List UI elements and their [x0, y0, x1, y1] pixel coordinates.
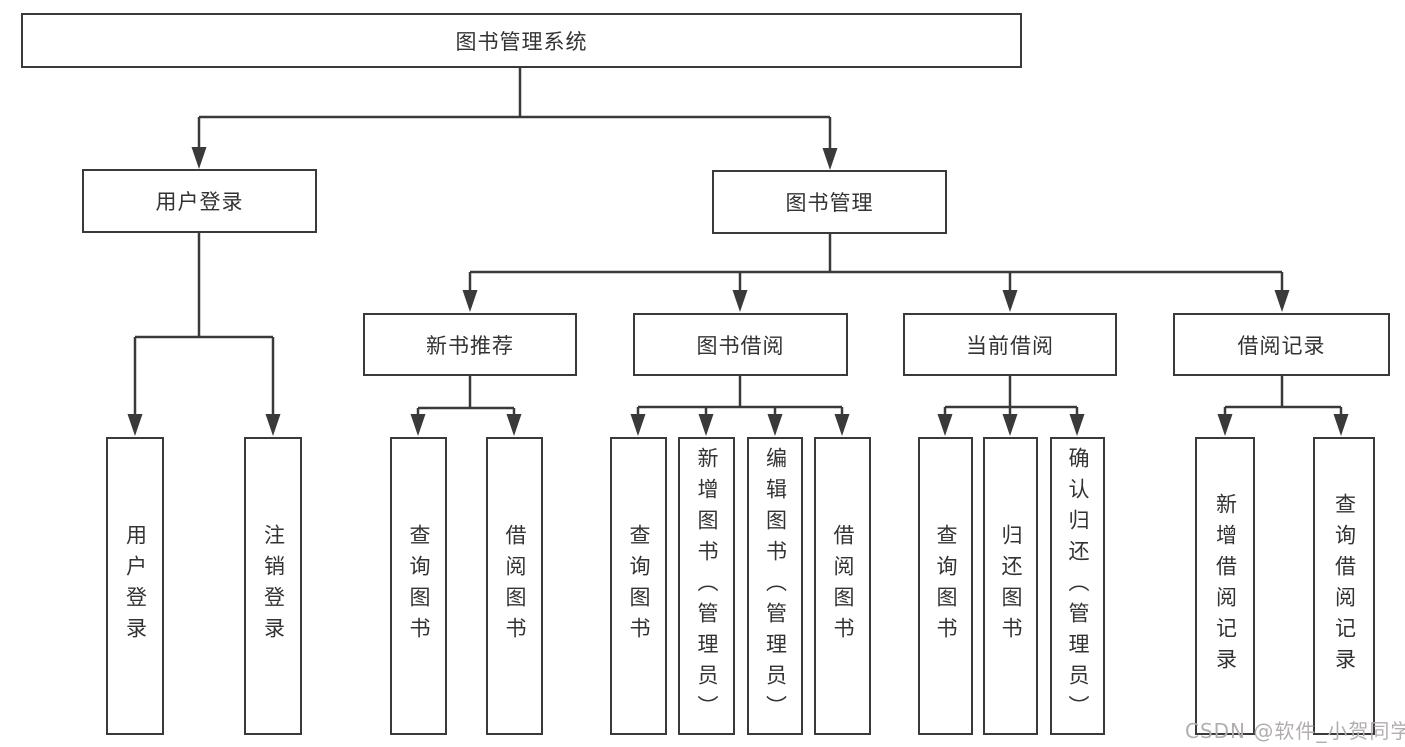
- node-bb-borrow-label: 借阅图书: [831, 524, 855, 648]
- node-bb-query-label: 查询图书: [627, 524, 651, 648]
- connector-current-borrow: [943, 376, 1079, 418]
- node-book-borrow: 图书借阅: [633, 313, 848, 376]
- node-nbr-query: 查询图书: [390, 437, 447, 735]
- arrow-cb-confirm: [1069, 414, 1085, 436]
- node-logout-label: 注销登录: [261, 524, 286, 648]
- arrow-borrow-records: [1274, 290, 1290, 312]
- arrow-user-login: [127, 414, 143, 436]
- node-new-book-rec: 新书推荐: [363, 313, 577, 376]
- node-current-borrow-label: 当前借阅: [966, 333, 1054, 358]
- node-cb-confirm-label: 确认归还（管理员）: [1066, 446, 1090, 726]
- node-user-login-group-label: 用户登录: [155, 190, 244, 214]
- arrow-new-book-rec: [462, 290, 478, 312]
- node-bb-edit-label: 编辑图书（管理员）: [763, 446, 788, 726]
- node-borrow-records: 借阅记录: [1173, 313, 1390, 376]
- node-br-query-label: 查询借阅记录: [1332, 493, 1357, 679]
- node-user-login-label: 用户登录: [123, 524, 148, 648]
- connector-book-mgmt: [468, 234, 1284, 295]
- csdn-watermark: CSDN @软件_小贺同学: [1185, 719, 1405, 743]
- node-bb-add: 新增图书（管理员）: [678, 437, 735, 735]
- node-bb-query: 查询图书: [610, 437, 667, 735]
- node-nbr-borrow-label: 借阅图书: [503, 524, 527, 648]
- arrow-br-query: [1333, 414, 1349, 436]
- connector-new-book-rec: [416, 376, 516, 418]
- node-cb-confirm: 确认归还（管理员）: [1050, 437, 1105, 735]
- node-br-query: 查询借阅记录: [1313, 437, 1375, 735]
- node-borrow-records-label: 借阅记录: [1237, 333, 1326, 358]
- arrow-nbr-borrow: [506, 414, 522, 436]
- node-user-login-group: 用户登录: [82, 169, 317, 233]
- node-cb-return-label: 归还图书: [999, 524, 1023, 648]
- node-bb-borrow: 借阅图书: [814, 437, 871, 735]
- arrow-cb-return: [1002, 414, 1018, 436]
- arrow-cb-query: [937, 414, 953, 436]
- node-user-login: 用户登录: [106, 437, 164, 735]
- arrow-nbr-query: [410, 414, 426, 436]
- node-nbr-query-label: 查询图书: [407, 524, 431, 648]
- node-br-add: 新增借阅记录: [1195, 437, 1255, 735]
- node-book-mgmt-label: 图书管理: [785, 191, 874, 215]
- node-root: 图书管理系统: [21, 13, 1022, 68]
- arrow-bb-edit: [767, 414, 783, 436]
- node-cb-return: 归还图书: [983, 437, 1038, 735]
- node-current-borrow: 当前借阅: [903, 313, 1117, 376]
- node-cb-query-label: 查询图书: [934, 524, 958, 648]
- node-book-mgmt: 图书管理: [712, 170, 947, 234]
- node-root-label: 图书管理系统: [455, 29, 588, 54]
- arrow-current-borrow: [1002, 290, 1018, 312]
- arrow-book-mgmt: [822, 148, 838, 170]
- connector-root: [197, 68, 832, 152]
- arrow-bb-query: [630, 414, 646, 436]
- connector-borrow-records: [1223, 376, 1343, 418]
- arrow-logout: [265, 414, 281, 436]
- node-bb-edit: 编辑图书（管理员）: [747, 437, 803, 735]
- arrow-bb-add: [698, 414, 714, 436]
- node-logout: 注销登录: [244, 437, 302, 735]
- node-new-book-rec-label: 新书推荐: [426, 333, 514, 358]
- arrow-book-borrow: [732, 290, 748, 312]
- arrowheads: [127, 147, 1349, 436]
- arrow-user-login-group: [191, 147, 207, 169]
- node-cb-query: 查询图书: [918, 437, 973, 735]
- node-nbr-borrow: 借阅图书: [486, 437, 543, 735]
- node-bb-add-label: 新增图书（管理员）: [695, 446, 719, 726]
- arrow-br-add: [1217, 414, 1233, 436]
- node-book-borrow-label: 图书借阅: [696, 333, 785, 358]
- node-br-add-label: 新增借阅记录: [1213, 493, 1238, 679]
- connector-book-borrow: [636, 376, 844, 418]
- arrow-bb-borrow: [834, 414, 850, 436]
- connector-user-login-group: [133, 233, 275, 418]
